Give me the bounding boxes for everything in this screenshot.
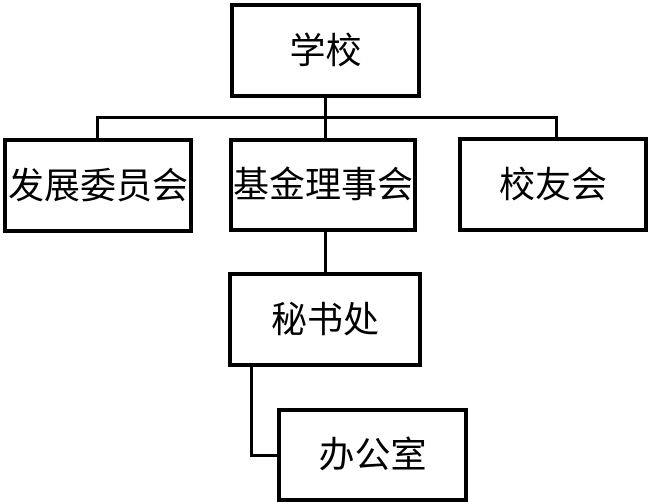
org-node-school-label: 学校 — [289, 30, 362, 71]
org-node-development-committee: 发展委员会 — [3, 138, 193, 233]
connector-secretariat-down — [250, 365, 253, 457]
org-node-school: 学校 — [230, 3, 421, 98]
org-node-development-committee-label: 发展委员会 — [7, 165, 188, 206]
connector-fund-to-secretariat — [324, 230, 327, 274]
org-node-fund-council-label: 基金理事会 — [233, 165, 414, 205]
connector-elbow-to-office — [250, 454, 279, 457]
connector-branch-horizontal — [96, 116, 558, 119]
org-node-secretariat-label: 秘书处 — [270, 299, 379, 340]
org-node-office: 办公室 — [277, 408, 468, 502]
org-node-office-label: 办公室 — [318, 435, 427, 475]
connector-branch-to-alumni — [555, 116, 558, 139]
org-node-secretariat: 秘书处 — [228, 272, 422, 367]
org-node-fund-council: 基金理事会 — [229, 138, 417, 232]
org-node-alumni-association-label: 校友会 — [498, 164, 607, 205]
connector-branch-to-development — [96, 116, 99, 140]
org-node-alumni-association: 校友会 — [458, 137, 648, 232]
